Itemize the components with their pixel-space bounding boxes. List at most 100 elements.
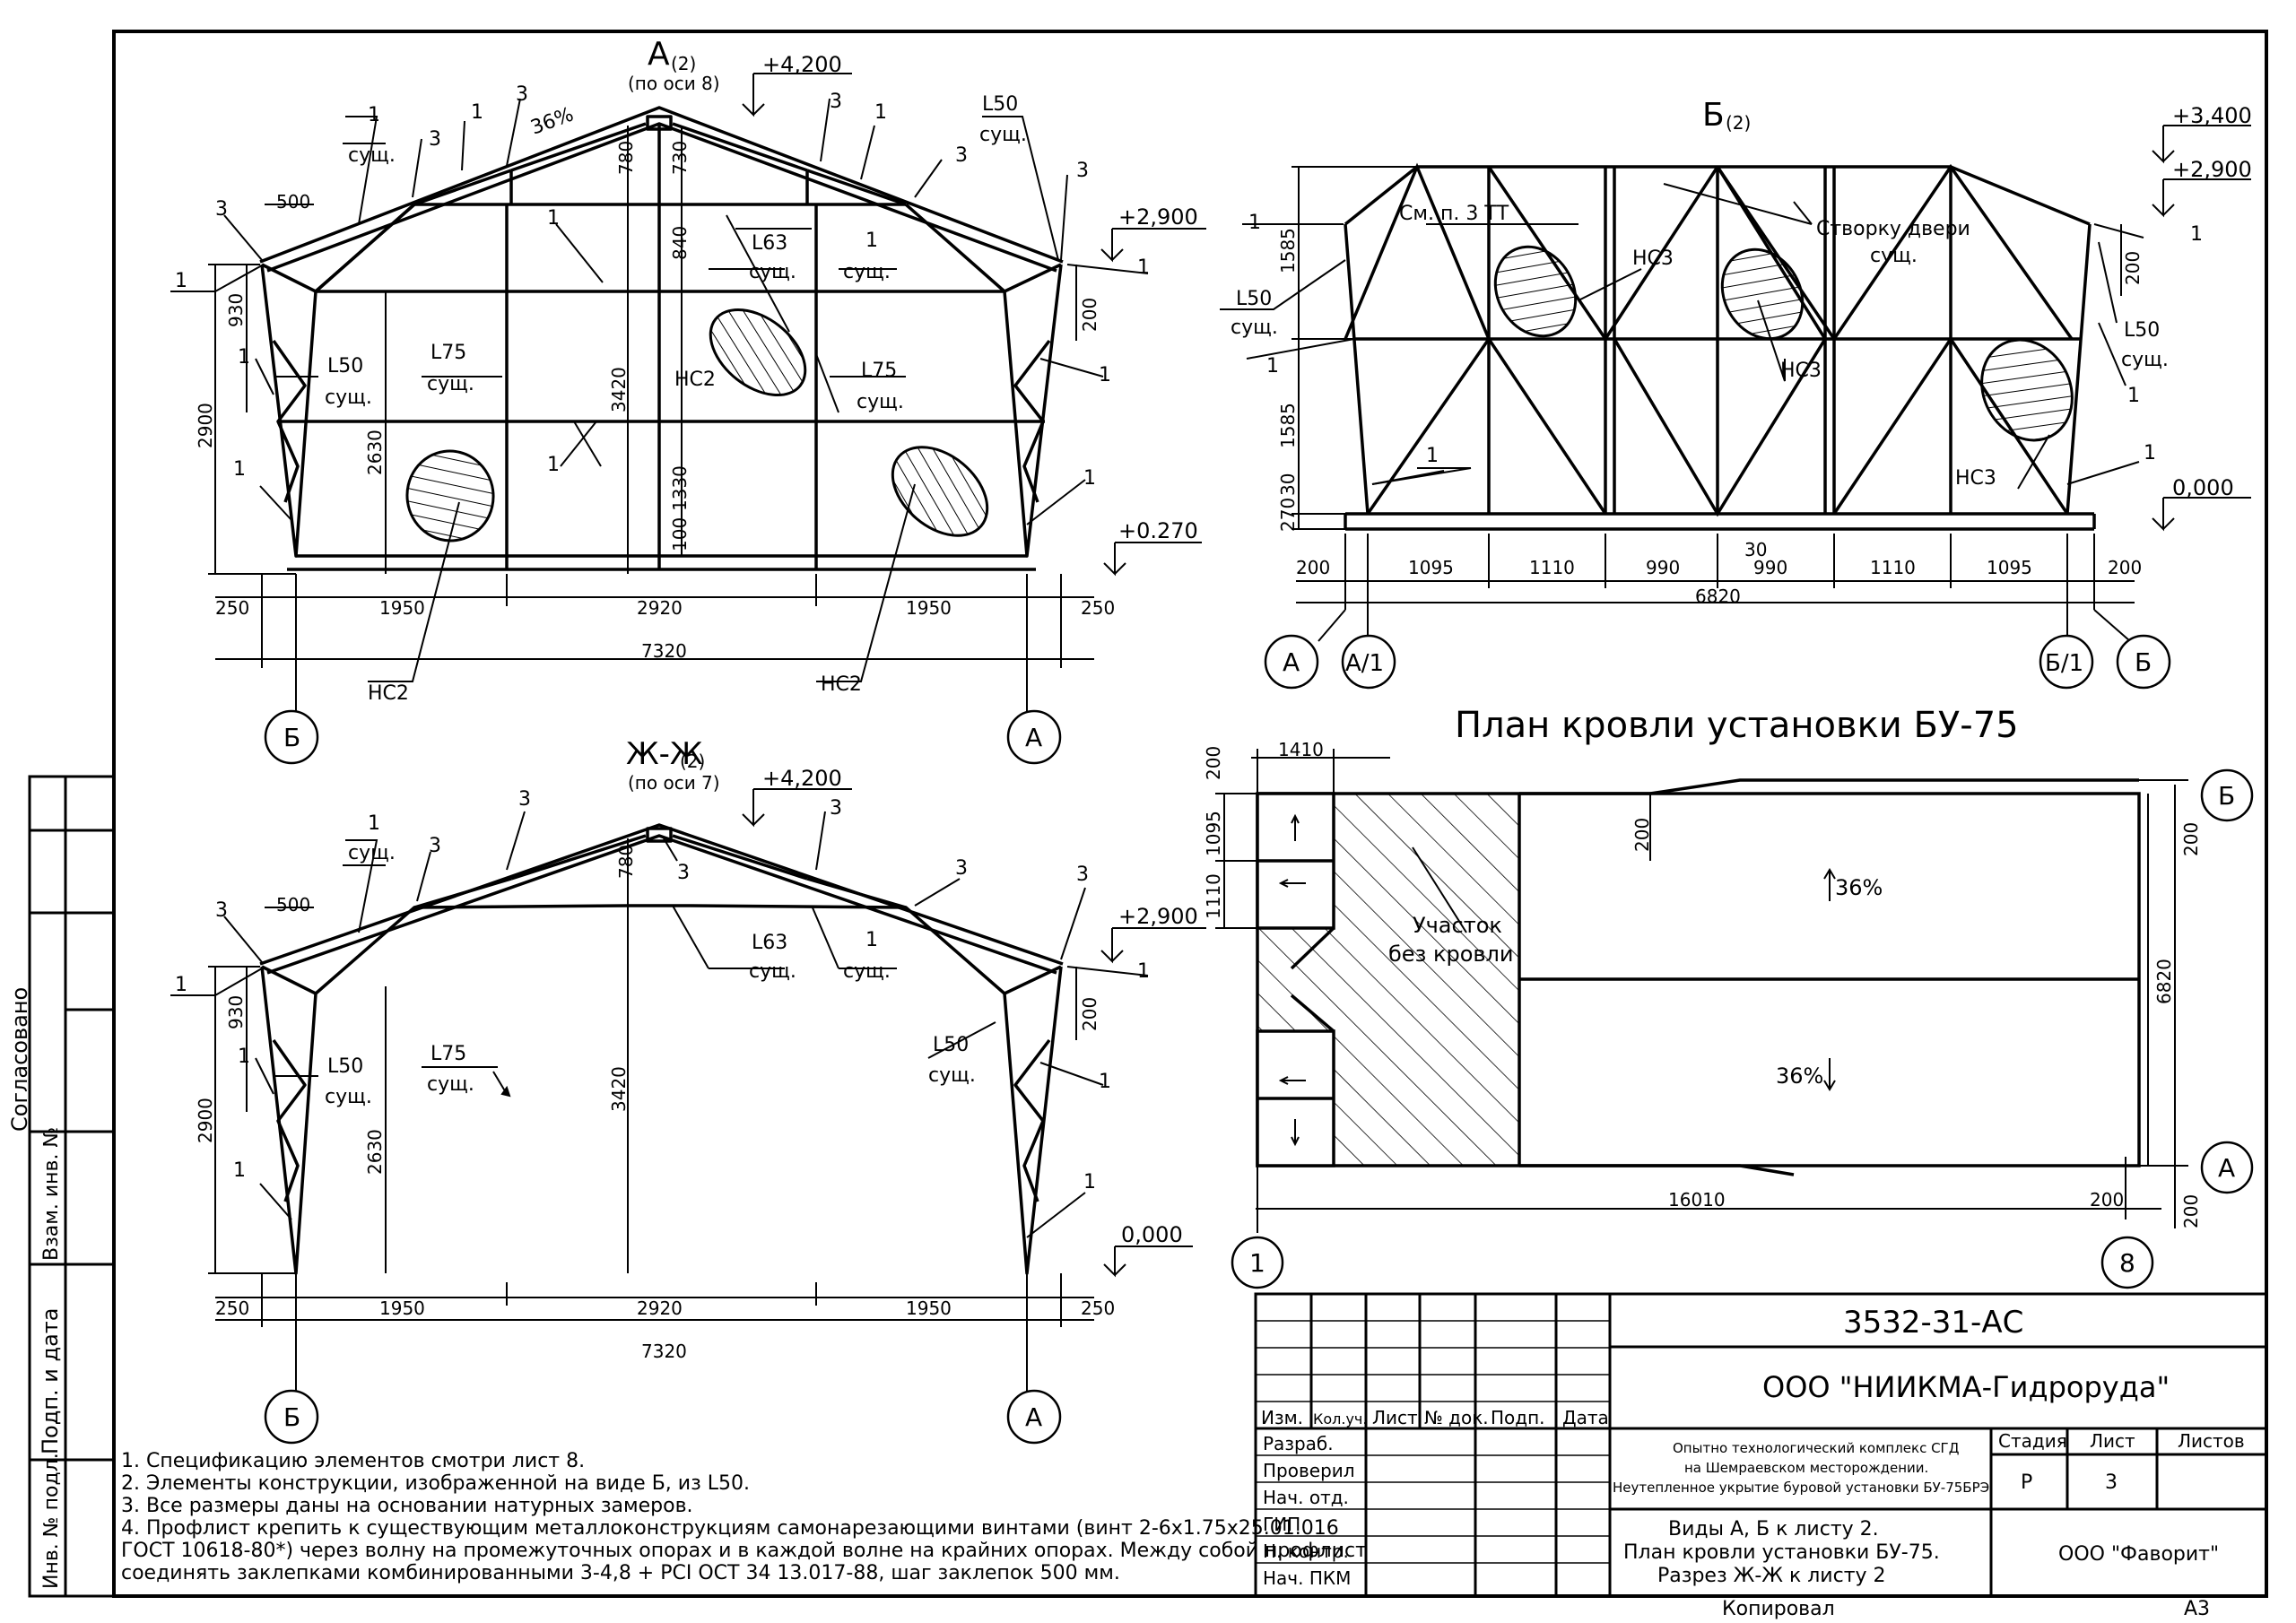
view-zh-title-sub: (2) <box>680 751 705 772</box>
dim-left: 1585 <box>1277 403 1299 448</box>
note-3: 3. Все размеры даны на основании натурны… <box>121 1495 693 1517</box>
view-b-one: 1 <box>1248 212 1261 234</box>
dim-bottom: 250 <box>1081 1298 1115 1319</box>
dim: 200 <box>2090 1189 2124 1211</box>
note-4c: соединять заклепками комбинированными 3-… <box>121 1562 1120 1584</box>
dim: 1330 <box>669 465 691 511</box>
dim: 2630 <box>364 430 386 475</box>
view-b-one: 1 <box>2144 442 2156 464</box>
label-1: 1 <box>175 270 187 292</box>
axis-a-bubble <box>1006 709 1062 765</box>
axis-a-bubble <box>1006 1389 1062 1445</box>
view-a-leaders <box>170 98 1149 682</box>
dim: 840 <box>669 226 691 260</box>
view-zh-bubbles <box>264 1389 1062 1445</box>
axis-b-bubble <box>2200 768 2254 822</box>
axis-b-label: Б <box>283 723 300 752</box>
view-b-one: 1 <box>2190 223 2203 246</box>
col-doc: № док. <box>1424 1407 1489 1428</box>
note-2: 2. Элементы конструкции, изображенной на… <box>121 1472 750 1495</box>
label-sush: сущ. <box>843 960 891 983</box>
company-name: ООО "НИИКМА-Гидроруда" <box>1762 1370 2170 1404</box>
label-sush: сущ. <box>427 1073 474 1096</box>
label-1: 1 <box>1099 1071 1111 1093</box>
plan-zone2: без кровли <box>1388 942 1513 967</box>
label-1: 1 <box>865 230 878 252</box>
dim: 200 <box>1203 746 1224 780</box>
dim: 200 <box>2180 1194 2202 1228</box>
dim: 930 <box>225 995 247 1029</box>
axis-1-bubble <box>1231 1236 1284 1289</box>
plan-bubbles <box>1231 768 2254 1289</box>
roof-plan: План кровли установки БУ-75 <box>1203 705 2254 1289</box>
title-block-thin <box>1256 1320 1610 1564</box>
sheet-frame <box>112 30 2268 1598</box>
view-a-dims <box>208 73 1206 717</box>
dim: 500 <box>276 894 310 916</box>
axis-8-bubble <box>2100 1236 2154 1289</box>
axis-a-bubble <box>2200 1141 2254 1194</box>
axis-b1-bubble <box>2039 634 2094 690</box>
dim: 3420 <box>608 1066 630 1112</box>
label-1: 1 <box>233 458 246 481</box>
dim-left: 1585 <box>1277 228 1299 273</box>
dim: 730 <box>669 141 691 175</box>
view-b-ns3: НС3 <box>1780 360 1822 382</box>
view-zh-elev-eave: +2,900 <box>1118 904 1198 929</box>
title-block-text: 3532-31-АС ООО "НИИКМА-Гидроруда" Изм. К… <box>1261 1305 2245 1620</box>
view-b-door: Створку двери <box>1816 218 1970 240</box>
label-l63: L63 <box>752 232 787 255</box>
view-b-ns3 <box>1493 245 2074 442</box>
view-b-l50: L50 <box>1236 288 1272 310</box>
dim: 2900 <box>195 1098 216 1143</box>
col-podp: Подп. <box>1491 1407 1545 1428</box>
note-1: 1. Спецификацию элементов смотри лист 8. <box>121 1450 585 1472</box>
view-b-elev-zero: 0,000 <box>2172 475 2234 500</box>
axis-a-label: А <box>1025 723 1042 752</box>
axis-a1-label: А/1 <box>1345 650 1384 677</box>
view-zh-axis-note: (по оси 7) <box>628 772 720 794</box>
label-1: 1 <box>1099 364 1111 386</box>
dim-bottom: 200 <box>2108 557 2142 578</box>
view-b-bubbles <box>1264 634 2171 690</box>
plan-text: Участок без кровли 36% 36% 1410 200 1095… <box>1203 739 2235 1278</box>
note-4b: ГОСТ 10618-80*) через волну на промежуто… <box>121 1540 1367 1562</box>
label-sush: сущ. <box>348 144 396 167</box>
view-zh-elev-top: +4,200 <box>762 766 842 791</box>
axis-b-label: Б <box>283 1402 300 1432</box>
label-ns2: НС2 <box>821 673 862 696</box>
view-zh-arrow <box>492 1071 511 1098</box>
org-name: ООО "Фаворит" <box>2058 1543 2219 1566</box>
dim: 6820 <box>2153 959 2175 1004</box>
view-b-note-tt: См. п. 3 ТТ <box>1399 203 1509 225</box>
label-sush: сущ. <box>427 373 474 395</box>
label-1: 1 <box>368 104 380 126</box>
dim: 780 <box>615 141 637 175</box>
label-1: 1 <box>471 101 483 124</box>
view-b-one: 1 <box>2127 385 2140 407</box>
view-zh-text: Ж-Ж (2) (по оси 7) +4,200 +2,900 0,000 1… <box>175 736 1198 1432</box>
label-l75: L75 <box>430 1043 466 1065</box>
label-ns2: НС2 <box>368 682 409 705</box>
view-zh: Ж-Ж (2) (по оси 7) +4,200 +2,900 0,000 1… <box>170 736 1206 1445</box>
axis-b-label: Б <box>2135 647 2152 677</box>
project-line-3: Неутепленное укрытие буровой установки Б… <box>1613 1480 1989 1496</box>
plan-dims <box>1215 749 2188 1233</box>
view-b-sush: сущ. <box>1870 245 1918 267</box>
role-nach-pkm: Нач. ПКМ <box>1263 1567 1351 1589</box>
label-3: 3 <box>215 198 228 221</box>
view-a-elev-base: +0.270 <box>1118 518 1198 543</box>
dim-bottom: 1950 <box>906 1298 952 1319</box>
axis-a-label: А <box>1025 1402 1042 1432</box>
label-3: 3 <box>1076 160 1089 182</box>
label-3: 3 <box>429 128 441 151</box>
label-3: 3 <box>429 835 441 857</box>
axis-a1-bubble <box>1341 634 1396 690</box>
label-1: 1 <box>238 1046 250 1068</box>
col-data: Дата <box>1562 1407 1609 1428</box>
dim-total: 6820 <box>1695 586 1741 607</box>
label-l63: L63 <box>752 932 787 954</box>
view-a-title: А <box>648 36 670 73</box>
label-sush: сущ. <box>749 960 796 983</box>
axis-a-bubble <box>1264 634 1319 690</box>
